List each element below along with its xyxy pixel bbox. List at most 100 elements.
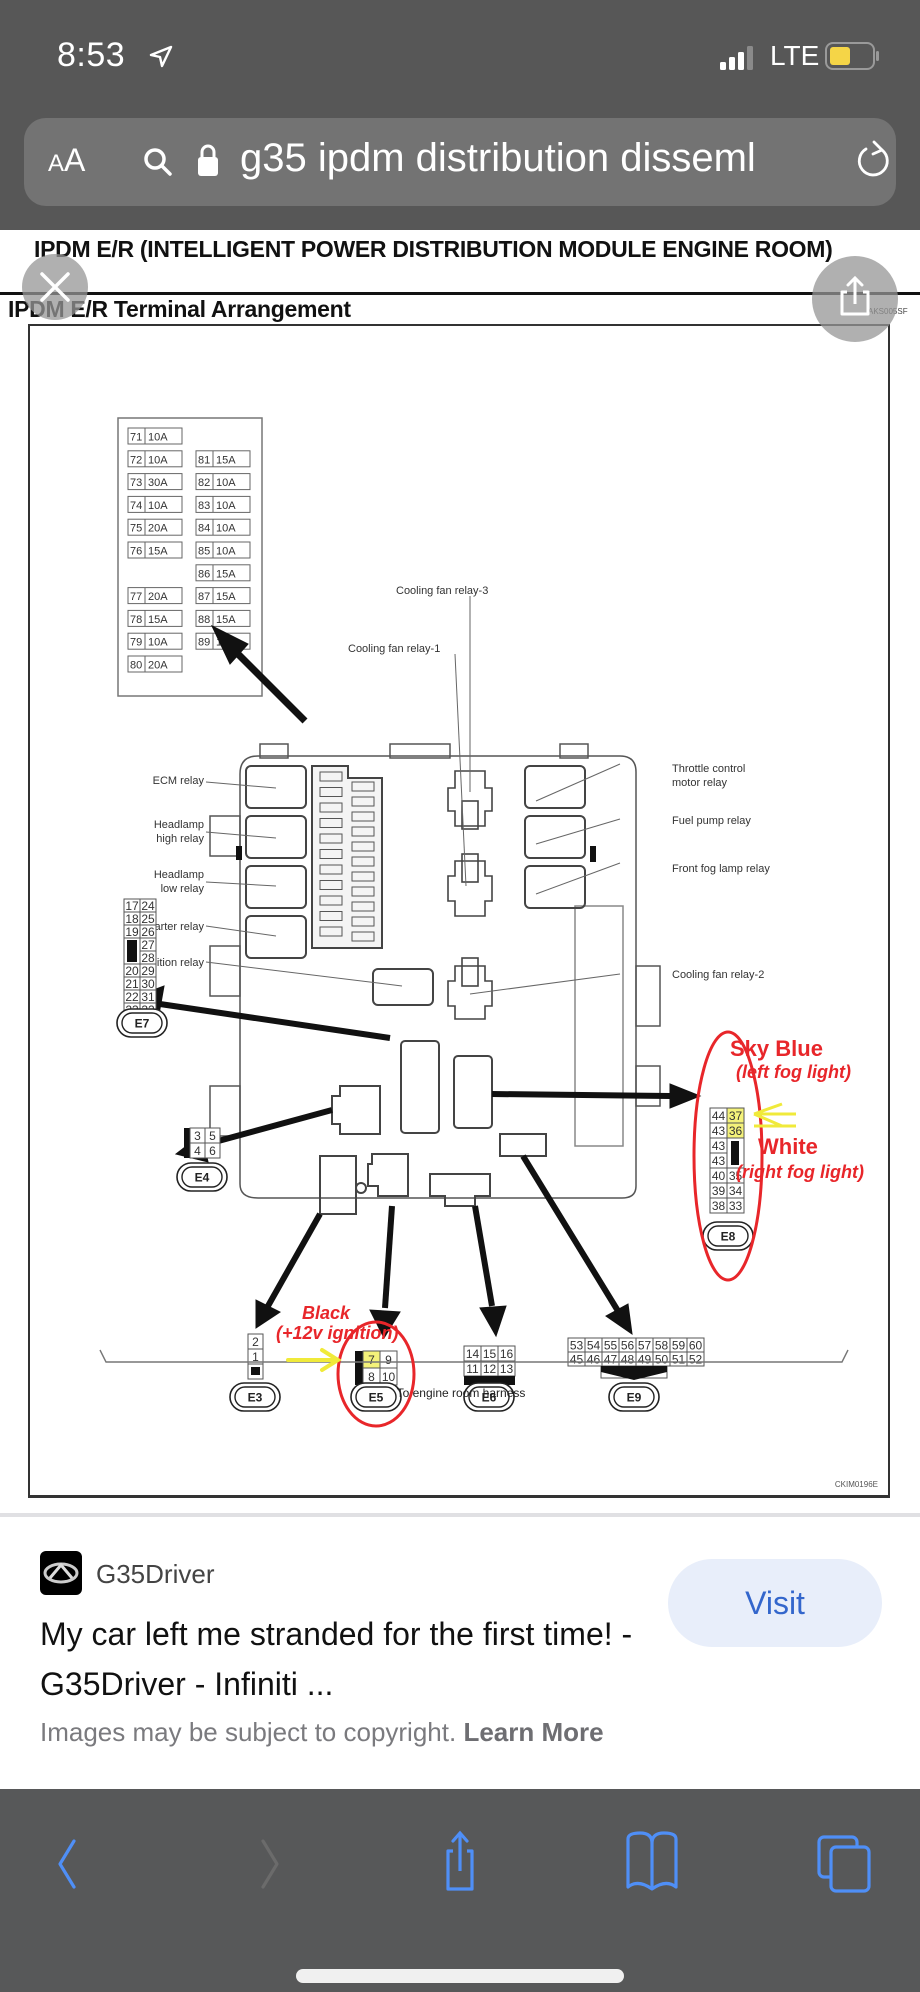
pin-number: 40 [712,1169,726,1183]
leader-lines [205,596,621,995]
center-connectors [319,1040,547,1215]
share-icon[interactable] [430,1829,490,1899]
pin-number: 18 [125,912,139,926]
battery-icon [825,42,879,70]
fuse-amperage: 15A [148,614,168,626]
connector-label: E3 [248,1391,263,1405]
pin-number: 43 [712,1154,726,1168]
fuse-number: 81 [198,454,210,466]
fuse [319,911,343,921]
forward-icon[interactable] [245,1829,305,1899]
pin-number: 27 [141,938,155,952]
fuse [351,901,375,912]
connector-label: E9 [627,1391,642,1405]
left-relays [245,765,434,1006]
url-fade [764,128,824,196]
reload-icon[interactable] [852,140,896,184]
pin-number: 35 [729,1169,743,1183]
learn-more-link[interactable]: Learn More [463,1717,604,1747]
pin-number: 47 [604,1353,618,1367]
result-title[interactable]: My car left me stranded for the first ti… [40,1616,633,1702]
pin-number: 2 [252,1335,259,1349]
status-bar: 8:53 LTE [0,0,920,110]
fuse-number: 80 [130,660,142,672]
pin-number: 58 [655,1339,669,1353]
fuse-number: 72 [130,454,142,466]
right-relays [524,765,586,909]
fuse [351,826,375,837]
white-label: White [758,1134,818,1159]
pin-number: 44 [712,1109,726,1123]
fuse-entry: 79 10A [127,632,183,650]
visit-button[interactable]: Visit [668,1559,882,1647]
connector-badge: E7 [116,1008,168,1038]
connector-label: E7 [135,1017,150,1031]
pin-number: 29 [141,964,155,978]
relay-label: Starter relay [144,921,204,933]
fuse-amperage: 15A [148,546,168,558]
pin-cell [204,1142,221,1159]
harness-label: To engine room harness [396,1386,526,1400]
fuse-amperage: 10A [216,500,236,512]
pin-number: 53 [570,1339,584,1353]
fuse-number: 79 [130,637,142,649]
relay-label: ECM relay [153,775,205,787]
image-viewer[interactable]: IPDM E/R (INTELLIGENT POWER DISTRIBUTION… [0,230,920,1513]
connector-label: E4 [195,1171,210,1185]
connector-label: E5 [369,1391,384,1405]
pin-number: 49 [638,1353,652,1367]
right-fog-label: (right fog light) [736,1162,864,1182]
yellow-arrow-e5 [286,1348,342,1372]
tabs-icon[interactable] [815,1829,875,1899]
bookmarks-icon[interactable] [622,1829,682,1899]
relay-label: Front fog lamp relay [672,863,770,875]
relay-label: Headlamp [154,819,204,831]
fuse [319,849,343,859]
pin-cell [726,1197,745,1214]
pin-number: 22 [125,990,139,1004]
pin-number: 50 [655,1353,669,1367]
home-indicator[interactable] [296,1969,624,1983]
fuse [351,841,375,852]
fuse-amperage: 15A [216,614,236,626]
fuse-amperage: 15A [216,591,236,603]
pin-number: 10 [382,1370,396,1384]
connector-badge: E4 [176,1162,228,1192]
fuse-amperage: 10A [148,637,168,649]
pin-number: 31 [141,990,155,1004]
share-image-button[interactable] [812,256,898,342]
pin-number: 17 [125,899,139,913]
connector-label: E8 [721,1230,736,1244]
connector-badge: E3 [229,1382,281,1412]
back-icon[interactable] [50,1829,110,1899]
highlight-ellipse-e8 [692,1030,764,1282]
fuse-number: 73 [130,477,142,489]
close-button[interactable] [22,254,88,320]
fuse-amperage: 10A [148,454,168,466]
site-name[interactable]: G35Driver [96,1559,215,1589]
reader-settings-button[interactable]: AA [48,142,86,178]
fuse [319,771,343,782]
connector-e7: 17181920212223242526272829303132E7 [116,898,168,1038]
address-bar[interactable]: AA g35 ipdm distribution disseml [24,118,896,206]
url-text[interactable]: g35 ipdm distribution disseml [240,136,756,180]
pin-number: 48 [621,1353,635,1367]
ipdm-body [209,743,661,1199]
relay-label: Cooling fan relay-2 [672,969,764,981]
relay-label: low relay [161,883,205,895]
highlight-ellipse-e5 [336,1320,416,1428]
connector-label: E6 [482,1391,497,1405]
pin-number: 59 [672,1339,686,1353]
pin-number: 30 [141,977,155,991]
fuse-number: 85 [198,546,210,558]
fuse [351,916,375,927]
